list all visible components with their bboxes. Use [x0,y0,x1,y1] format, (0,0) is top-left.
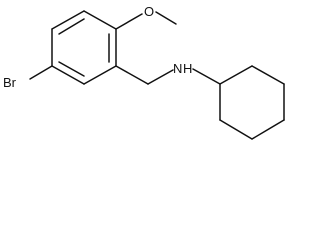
ring-bond [83,65,117,85]
nitrogen-atom-label: N [173,61,182,76]
ring-bond [251,119,285,140]
c-o-bond [115,13,143,30]
oxygen-atom-label: O [144,4,154,19]
ring-bond [219,119,253,140]
ring-bond [51,65,85,85]
n-cyclohexyl-bond [192,68,221,85]
ring-ch2-bond [115,65,149,85]
nitrogen-hydrogen-label: H [183,61,192,76]
ring-double-bond [58,18,85,35]
ch2-n-bond [147,69,174,85]
ring-bond [83,10,117,30]
benzene-ring [51,10,117,85]
ring-bond [51,10,85,30]
bromine-atom-label: Br [3,75,17,90]
ring-double-bond [58,61,85,77]
ring-bond [219,65,253,85]
chemical-structure-diagram: O Br N H [3,4,285,140]
ring-bond [251,65,285,85]
c-br-bond [29,65,53,80]
cyclohexane-ring [219,65,285,140]
o-methyl-bond [155,11,177,25]
